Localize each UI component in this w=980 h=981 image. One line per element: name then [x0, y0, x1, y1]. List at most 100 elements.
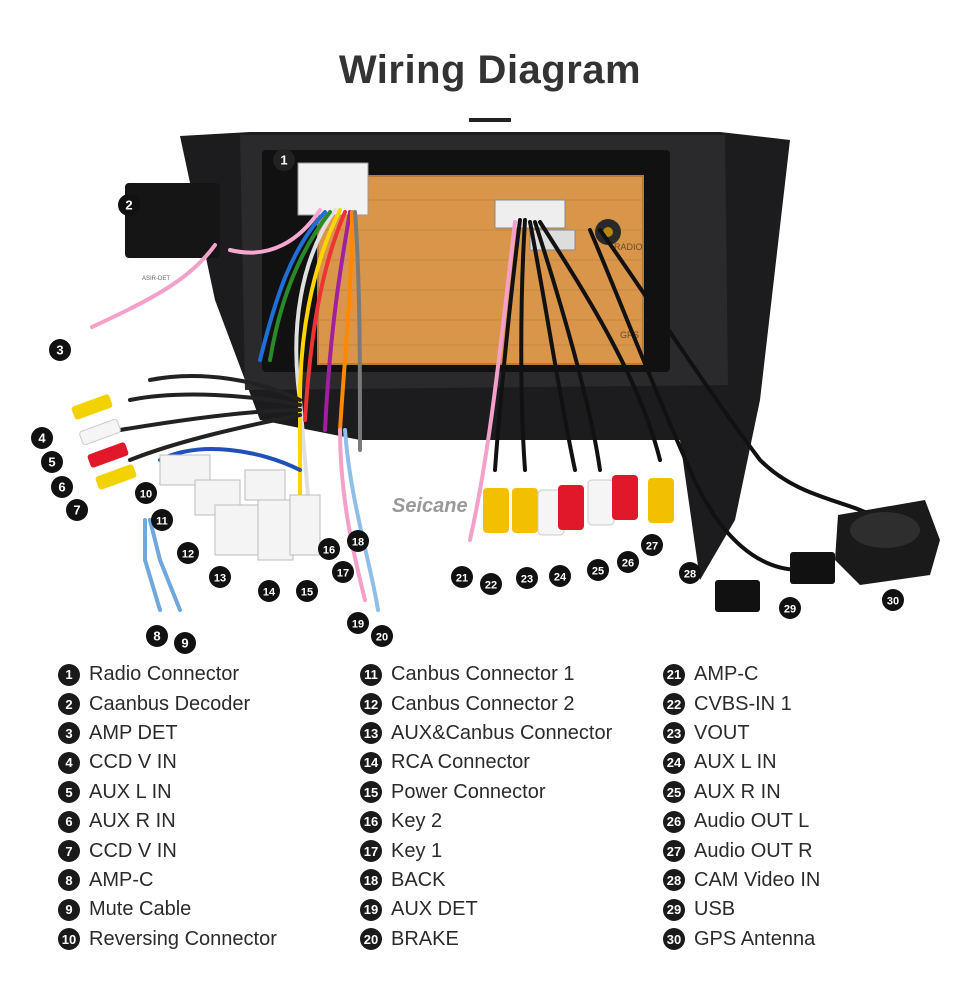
legend-label: Audio OUT L [694, 810, 810, 833]
callout-number: 21 [456, 573, 468, 585]
legend-item: 7 CCD V IN [58, 836, 277, 865]
legend-number-badge: 13 [360, 722, 382, 745]
legend-label: GPS Antenna [694, 927, 816, 950]
callout-number: 6 [58, 480, 65, 495]
legend-number-badge: 24 [663, 751, 685, 774]
legend-label: CCD V IN [89, 839, 177, 862]
callout-5: 5 [41, 451, 63, 473]
callout-2: 2 [118, 194, 140, 216]
legend-item: 2 Caanbus Decoder [58, 689, 277, 718]
legend-label: CVBS-IN 1 [694, 692, 792, 715]
callout-4: 4 [31, 427, 53, 449]
callout-8: 8 [146, 625, 168, 647]
callout-number: 17 [337, 568, 349, 580]
callout-number: 25 [592, 566, 604, 578]
legend-number-badge: 22 [663, 693, 685, 716]
legend-item: 13 AUX&Canbus Connector [360, 719, 612, 748]
legend-label: Reversing Connector [89, 927, 277, 950]
legend-label: USB [694, 898, 736, 921]
callout-number: 13 [214, 573, 226, 585]
callout-number: 8 [153, 629, 160, 644]
callout-14: 14 [258, 580, 280, 602]
legend-label: VOUT [694, 721, 750, 744]
legend-number-badge: 6 [58, 810, 80, 833]
legend-number-badge: 25 [663, 781, 685, 804]
radio-label: RADIO [614, 242, 643, 252]
callout-number: 1 [280, 153, 287, 168]
callout-11: 11 [151, 509, 173, 531]
callout-number: 29 [784, 604, 796, 616]
legend-label: AMP-C [694, 663, 759, 686]
callout-number: 28 [684, 569, 696, 581]
legend-label: AUX&Canbus Connector [391, 721, 613, 744]
legend-number-badge: 8 [58, 869, 80, 892]
callout-7: 7 [66, 499, 88, 521]
callout-number: 7 [73, 503, 80, 518]
legend-number-badge: 11 [360, 663, 382, 686]
callout-number: 22 [485, 580, 497, 592]
wire-bundle [90, 208, 882, 612]
legend-number-badge: 16 [360, 810, 382, 833]
legend-item: 22 CVBS-IN 1 [663, 689, 820, 718]
legend-number-badge: 29 [663, 898, 685, 921]
legend-number-badge: 7 [58, 840, 80, 863]
legend-item: 14 RCA Connector [360, 748, 612, 777]
callout-30: 30 [882, 589, 904, 611]
legend-item: 23 VOUT [663, 719, 820, 748]
legend-number-badge: 14 [360, 751, 382, 774]
title-underline [469, 118, 511, 122]
wiring-diagram: RADIO GPS ASIR-DET [31, 132, 940, 654]
usb-connectors [715, 552, 835, 612]
callout-number: 2 [125, 198, 132, 213]
legend-label: BRAKE [391, 927, 459, 950]
legend-label: AMP-C [89, 868, 154, 891]
legend-label: Canbus Connector 2 [391, 692, 575, 715]
callout-17: 17 [332, 561, 354, 583]
callout-1: 1 [273, 149, 295, 171]
legend-label: AUX DET [391, 898, 478, 921]
harness-connectors [159, 454, 321, 561]
callout-23: 23 [516, 567, 538, 589]
callout-22: 22 [480, 573, 502, 595]
callout-number: 3 [56, 343, 63, 358]
legend-number-badge: 27 [663, 840, 685, 863]
callout-25: 25 [587, 559, 609, 581]
callout-number: 10 [140, 489, 152, 501]
callout-3: 3 [49, 339, 71, 361]
callout-6: 6 [51, 476, 73, 498]
legend-item: 21 AMP-C [663, 660, 820, 689]
legend-number-badge: 10 [58, 928, 80, 951]
callout-10: 10 [135, 482, 157, 504]
legend-label: RCA Connector [391, 751, 530, 774]
callout-number: 14 [263, 587, 276, 599]
legend-number-badge: 28 [663, 869, 685, 892]
legend-label: Caanbus Decoder [89, 692, 251, 715]
callout-29: 29 [779, 597, 801, 619]
radio-connector-block [297, 162, 369, 216]
legend-number-badge: 18 [360, 869, 382, 892]
legend-label: Canbus Connector 1 [391, 663, 575, 686]
legend-number-badge: 21 [663, 663, 685, 686]
callout-26: 26 [617, 551, 639, 573]
gps-label: GPS [620, 330, 639, 340]
page-title: Wiring Diagram [338, 48, 642, 92]
legend-number-badge: 2 [58, 693, 80, 716]
legend-number-badge: 23 [663, 722, 685, 745]
